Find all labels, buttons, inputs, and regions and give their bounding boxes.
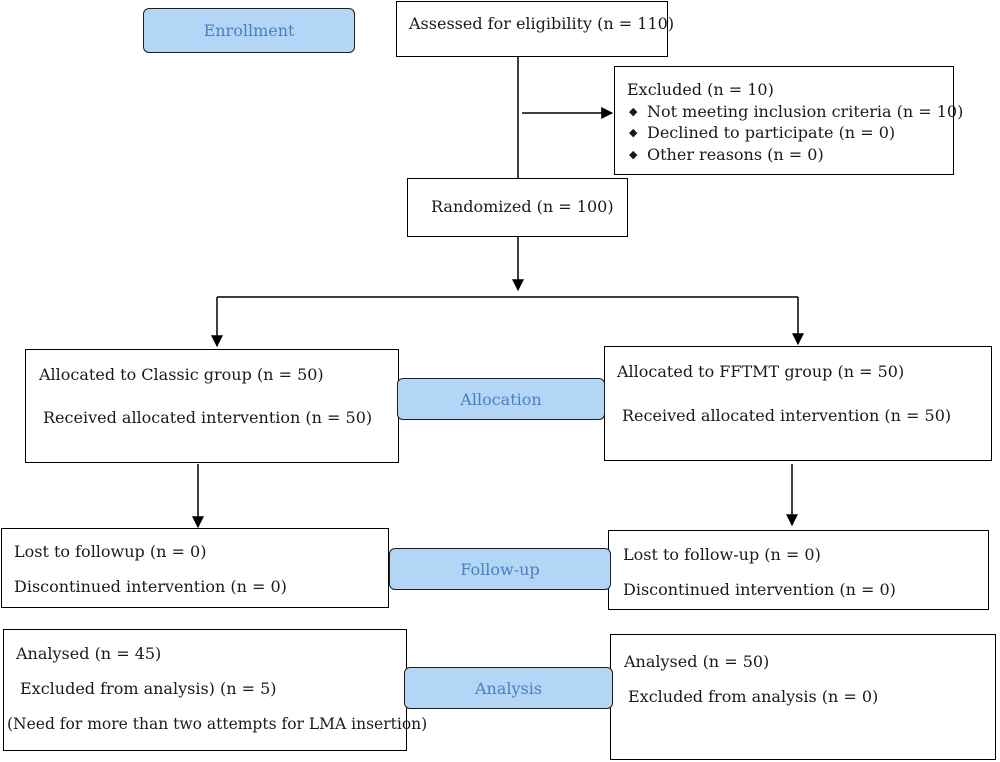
classic-received-text: Received allocated intervention (n = 50) bbox=[43, 408, 373, 427]
fftmt-allocated-text: Allocated to FFTMT group (n = 50) bbox=[617, 362, 905, 381]
stage-allocation: Allocation bbox=[397, 378, 605, 420]
excluded-title: Excluded (n = 10) bbox=[627, 80, 774, 99]
randomized-box: Randomized (n = 100) bbox=[407, 178, 628, 237]
fftmt-excluded-text: Excluded from analysis (n = 0) bbox=[628, 687, 879, 706]
stage-analysis: Analysis bbox=[404, 667, 613, 709]
assessed-text: Assessed for eligibility (n = 110) bbox=[409, 14, 675, 33]
classic-allocation-box: Allocated to Classic group (n = 50) Rece… bbox=[25, 349, 399, 463]
assessed-box: Assessed for eligibility (n = 110) bbox=[396, 1, 674, 57]
randomized-text: Randomized (n = 100) bbox=[431, 197, 614, 216]
bullet-icon: ◆ bbox=[629, 126, 638, 139]
excluded-box: Excluded (n = 10) ◆ Not meeting inclusio… bbox=[614, 66, 963, 175]
bullet-icon: ◆ bbox=[629, 105, 638, 118]
fftmt-analysis-box: Analysed (n = 50) Excluded from analysis… bbox=[610, 634, 996, 760]
classic-followup-box: Lost to followup (n = 0) Discontinued in… bbox=[1, 528, 389, 608]
fftmt-analysed-text: Analysed (n = 50) bbox=[624, 652, 770, 671]
fftmt-followup-box: Lost to follow-up (n = 0) Discontinued i… bbox=[608, 530, 989, 610]
fftmt-lost-text: Lost to follow-up (n = 0) bbox=[623, 545, 821, 564]
fftmt-allocation-box: Allocated to FFTMT group (n = 50) Receiv… bbox=[604, 346, 992, 461]
excluded-item: Other reasons (n = 0) bbox=[647, 145, 824, 164]
classic-analysed-text: Analysed (n = 45) bbox=[16, 644, 162, 663]
fftmt-discontinued-text: Discontinued intervention (n = 0) bbox=[623, 580, 896, 599]
classic-discontinued-text: Discontinued intervention (n = 0) bbox=[14, 577, 287, 596]
bullet-icon: ◆ bbox=[629, 148, 638, 161]
classic-analysis-box: Analysed (n = 45) Excluded from analysis… bbox=[3, 629, 427, 751]
classic-lost-text: Lost to followup (n = 0) bbox=[14, 542, 207, 561]
excluded-item: Not meeting inclusion criteria (n = 10) bbox=[647, 102, 964, 121]
classic-reason-text: (Need for more than two attempts for LMA… bbox=[7, 715, 428, 733]
excluded-item: Declined to participate (n = 0) bbox=[647, 123, 896, 142]
classic-excluded-text: Excluded from analysis) (n = 5) bbox=[20, 679, 277, 698]
fftmt-received-text: Received allocated intervention (n = 50) bbox=[622, 406, 952, 425]
classic-allocated-text: Allocated to Classic group (n = 50) bbox=[39, 365, 324, 384]
stage-enrollment: Enrollment bbox=[143, 8, 355, 53]
stage-followup: Follow-up bbox=[389, 548, 611, 590]
